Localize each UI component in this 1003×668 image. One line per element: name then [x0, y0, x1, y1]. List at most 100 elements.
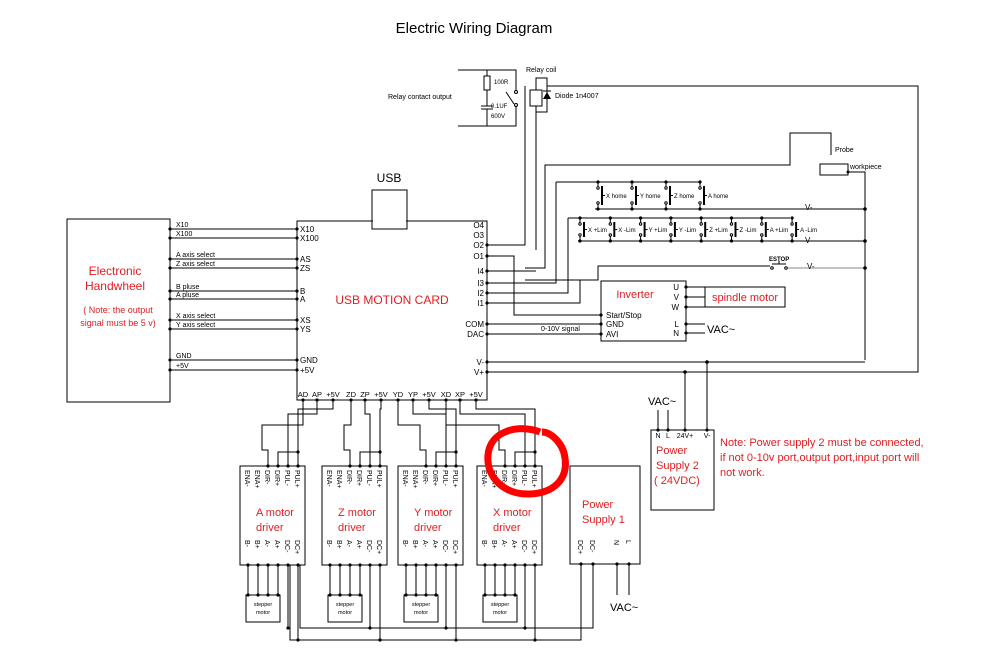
card-pin-x100: X100 [300, 234, 319, 243]
card-pin-o1: O1 [473, 252, 484, 261]
handwheel-pin-dot [168, 289, 172, 293]
driver-pin-dcplus: DC+ [293, 540, 300, 554]
card-pin-vminus: V- [476, 358, 484, 367]
probe-section: Probe workpiece [525, 132, 882, 355]
motor-pin-dot [256, 593, 260, 597]
motor-pin-dot [246, 593, 250, 597]
switch-contact [760, 233, 764, 237]
card-pin-com: COM [465, 320, 484, 329]
limit-switch-x-pluslim: X +Lim [578, 216, 607, 243]
switch-actuator-icon [703, 186, 705, 205]
driver-signal-wires [261, 400, 537, 466]
driver-title-2: driver [493, 522, 521, 534]
card-pin-a: A [300, 295, 306, 304]
motor-pin-dot [348, 593, 352, 597]
inverter-box [600, 280, 687, 342]
switch-actuator-icon [643, 222, 646, 237]
card-bottom-pin: ZD [346, 390, 357, 399]
junction-dot [454, 450, 458, 454]
diode-icon [543, 92, 551, 99]
switch-actuator-icon [613, 222, 616, 237]
switch-contact [790, 233, 794, 237]
motor-drivers: A motordriverENA-ENA+DIR-DIR+PUL-PUL+B-B… [239, 464, 543, 642]
motor-pin-dot [276, 593, 280, 597]
driver-title-2: driver [338, 522, 366, 534]
junction-dot [698, 180, 702, 184]
switch-label: Y home [640, 194, 661, 200]
switch-contact [608, 233, 612, 237]
relay-coil [529, 89, 543, 107]
handwheel-box [66, 218, 171, 403]
handwheel-wire-label: X100 [176, 231, 192, 238]
switch-contact [608, 222, 612, 226]
card-pin-xs: XS [300, 316, 311, 325]
note-line-1: Note: Power supply 2 must be connected, [720, 437, 924, 449]
spindle-motor-label: spindle motor [712, 292, 778, 304]
handwheel-wire-label: Z axis select [176, 261, 215, 268]
switch-label: Y -Lim [679, 228, 696, 234]
psu2-pin-dot [683, 428, 687, 432]
driver-title: Z motor [338, 507, 376, 519]
switch-contact [630, 201, 634, 205]
switch-label: Y +Lim [649, 228, 668, 234]
card-bottom-pin: XP [455, 390, 465, 399]
relay-contact-label: Relay contact output [388, 94, 452, 101]
driver-pin-dirplus: DIR+ [273, 470, 280, 486]
driver-pin-enaplus: ENA+ [335, 470, 342, 488]
card-pin-dac: DAC [467, 330, 484, 339]
junction-dot [596, 207, 600, 211]
switch-label: Z +Lim [709, 228, 728, 234]
junction-dot [378, 450, 382, 454]
card-pin-zs: ZS [300, 264, 310, 273]
junction-dot [596, 180, 600, 184]
junction-dot [630, 207, 634, 211]
stepper-label-2: motor [338, 610, 352, 616]
junction-dot [608, 216, 612, 220]
card-pin-dot [295, 227, 299, 231]
inverter-vac-label: VAC~ [707, 324, 735, 336]
card-bottom-pin: AP [312, 390, 322, 399]
driver-pin-pulplus: PUL+ [293, 470, 300, 488]
switch-contact [596, 186, 600, 190]
stepper-motor-box [482, 594, 518, 623]
handwheel-wire-label: X10 [176, 222, 189, 229]
inverter-pin: N [673, 329, 679, 338]
card-pin-x10: X10 [300, 225, 315, 234]
switch-contact [729, 233, 734, 237]
switch-actuator-icon [795, 222, 798, 237]
driver-pin-dcminus: DC- [520, 540, 527, 553]
home-switch-y-home: Y home [630, 180, 661, 211]
driver-pin-dirminus: DIR- [421, 470, 428, 485]
switch-contact [596, 201, 600, 205]
psu2-pin: V- [704, 433, 711, 440]
inverter-pin: AVI [606, 330, 618, 339]
junction-dot [729, 216, 734, 220]
junction-dot [639, 239, 643, 243]
switch-contact [638, 233, 643, 237]
driver-z: Z motordriverENA-ENA+DIR-DIR+PUL-PUL+B-B… [321, 464, 388, 642]
estop-vminus-label: V- [807, 262, 815, 271]
driver-pin-bplus: B+ [411, 540, 418, 549]
card-pin-dot [295, 368, 299, 372]
switch-actuator-icon [583, 222, 585, 237]
stepper-label-2: motor [256, 610, 270, 616]
driver-pin-dcplus: DC+ [451, 540, 458, 554]
switch-label: X -Lim [618, 228, 635, 234]
driver-pin-aminus: A- [421, 540, 428, 548]
relay-section: 100R 0.1UF 600V Relay contact output Rel… [388, 67, 919, 373]
switch-actuator-icon [635, 186, 637, 205]
driver-box [321, 465, 388, 566]
driver-pin-bminus: B- [401, 540, 408, 548]
driver-pin-enaplus: ENA+ [411, 470, 418, 488]
motor-pin-dot [266, 593, 270, 597]
card-pin-dot [295, 318, 299, 322]
switch-contact [578, 222, 582, 226]
junction-dot [296, 450, 300, 454]
card-bottom-pin: YP [408, 390, 418, 399]
handwheel-wire-label: A pluse [176, 292, 199, 299]
